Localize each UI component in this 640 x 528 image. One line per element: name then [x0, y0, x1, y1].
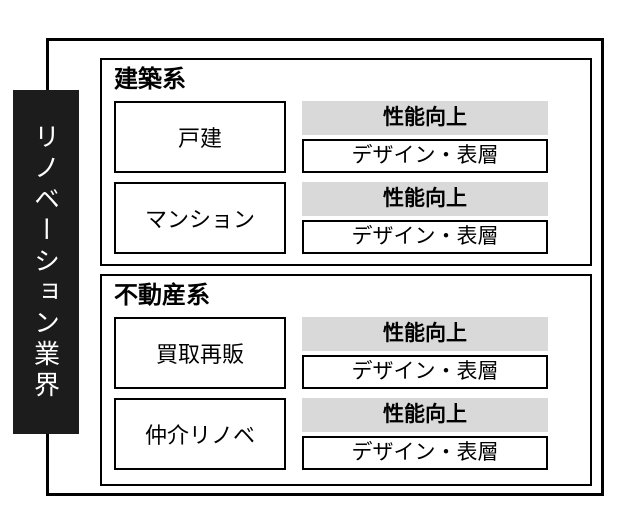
section-title: 建築系 [114, 66, 186, 93]
value-top-performance: 性能向上 [302, 101, 548, 135]
value-bottom-design: デザイン・表層 [302, 355, 548, 389]
value-stack: 性能向上 デザイン・表層 [302, 182, 548, 254]
value-top-performance: 性能向上 [302, 182, 548, 216]
industry-label-text: リノベーション業界 [30, 122, 61, 402]
industry-vertical-label: リノベーション業界 [13, 90, 79, 434]
value-stack: 性能向上 デザイン・表層 [302, 398, 548, 470]
diagram-row: 戸建 性能向上 デザイン・表層 [114, 101, 580, 173]
section-real-estate: 不動産系 買取再販 性能向上 デザイン・表層 仲介リノベ 性能向上 デザイン・表… [100, 274, 592, 486]
section-title: 不動産系 [114, 282, 210, 309]
value-bottom-design: デザイン・表層 [302, 436, 548, 470]
value-bottom-design: デザイン・表層 [302, 139, 548, 173]
diagram-row: 買取再販 性能向上 デザイン・表層 [114, 317, 580, 389]
value-stack: 性能向上 デザイン・表層 [302, 317, 548, 389]
diagram-row: マンション 性能向上 デザイン・表層 [114, 182, 580, 254]
diagram-row: 仲介リノベ 性能向上 デザイン・表層 [114, 398, 580, 470]
category-box: 戸建 [114, 101, 286, 173]
value-top-performance: 性能向上 [302, 317, 548, 351]
value-bottom-design: デザイン・表層 [302, 220, 548, 254]
category-box: 買取再販 [114, 317, 286, 389]
category-box: マンション [114, 182, 286, 254]
value-stack: 性能向上 デザイン・表層 [302, 101, 548, 173]
category-box: 仲介リノベ [114, 398, 286, 470]
value-top-performance: 性能向上 [302, 398, 548, 432]
section-architecture: 建築系 戸建 性能向上 デザイン・表層 マンション 性能向上 デザイン・表層 [100, 58, 592, 266]
